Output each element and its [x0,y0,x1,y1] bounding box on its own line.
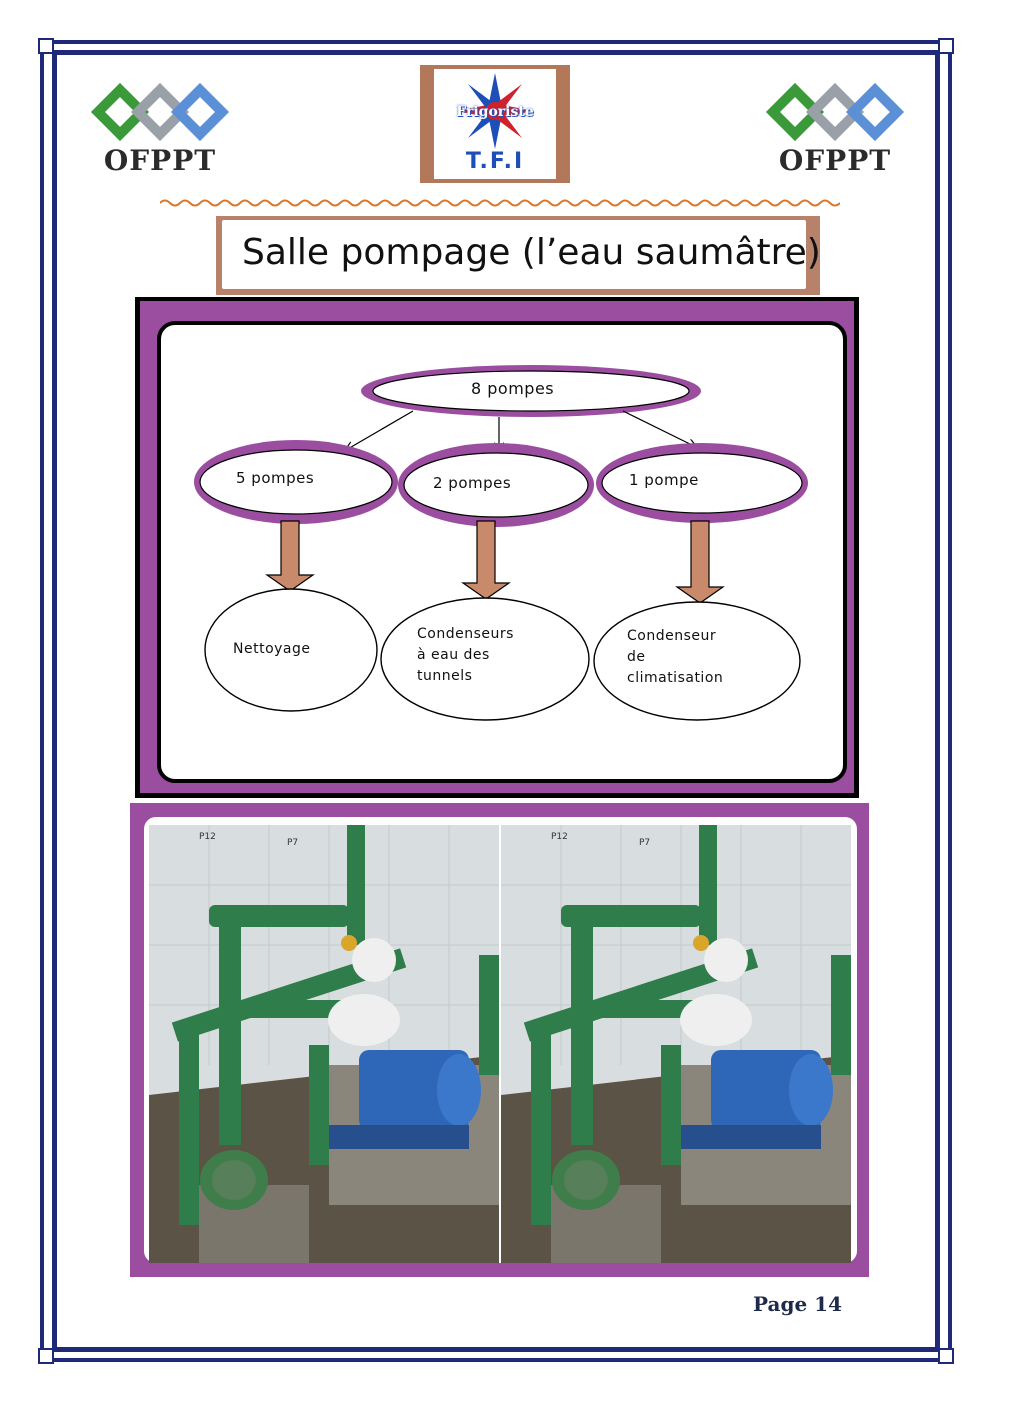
corner-ornament [38,1348,54,1364]
logo-bottom-text: T.F.I [465,149,525,174]
snowflake-sun-icon [457,73,533,149]
title-box: Salle pompage (l’eau saumâtre) [216,216,821,295]
usage-label: Condenseurs à eau des tunnels [417,626,514,684]
logo-text: OFPPT [778,144,892,177]
branch-label: 2 pompes [433,474,512,492]
pump-photo: P12 P7 [149,825,499,1263]
svg-text:P7: P7 [287,838,298,848]
chain-links-icon [90,82,230,142]
page-title: Salle pompage (l’eau saumâtre) [242,232,821,273]
branch-label: 5 pompes [236,469,315,487]
svg-text:P12: P12 [551,832,568,842]
usage-node [380,597,590,721]
corner-ornament [938,38,954,54]
usage-node [204,588,378,712]
svg-text:P7: P7 [639,838,650,848]
corner-ornament [38,38,54,54]
diagram-canvas: 8 pompes 5 pompes 2 pompes 1 pompe Netto… [157,321,847,783]
page-border-outer [40,40,952,1362]
ofppt-logo-right: OFPPT [765,80,905,185]
flow-diagram [194,365,808,721]
root-label: 8 pompes [471,379,555,398]
logo-top-text: Frigoriste [456,104,534,120]
page-number: Page 14 [753,1292,842,1316]
pump-photo: P12 P7 [501,825,851,1263]
diagram-frame: 8 pompes 5 pompes 2 pompes 1 pompe Netto… [135,297,859,798]
page-border-inner [52,50,940,1352]
tfi-logo: Frigoriste T.F.I [420,65,570,183]
chain-links-icon [765,82,905,142]
usage-label: Condenseur de climatisation [627,628,724,686]
svg-text:P12: P12 [199,832,216,842]
photo-frame: P12 P7 [130,803,869,1277]
block-arrows [265,520,725,604]
corner-ornament [938,1348,954,1364]
branch-label: 1 pompe [629,471,699,489]
usage-node [593,601,801,721]
usage-label: Nettoyage [233,641,311,657]
logo-text: OFPPT [103,144,217,177]
ofppt-logo-left: OFPPT [90,80,230,185]
wave-divider [160,199,840,207]
